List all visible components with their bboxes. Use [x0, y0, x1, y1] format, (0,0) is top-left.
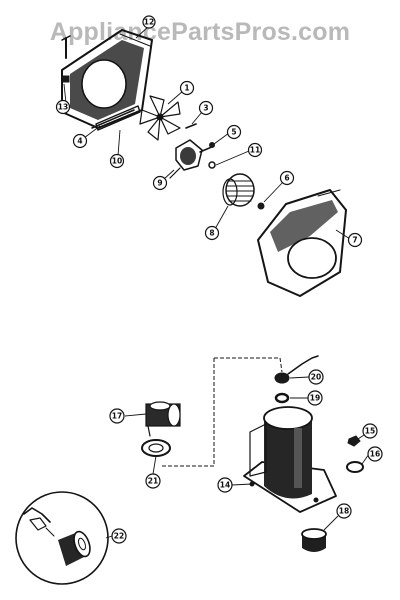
leader-lines-upper: [63, 25, 351, 240]
grommet-part: [274, 392, 290, 404]
svg-text:20: 20: [311, 373, 321, 382]
detail-inset: [15, 491, 109, 585]
svg-text:9: 9: [157, 179, 162, 188]
callout-21: 21: [145, 473, 161, 489]
svg-text:4: 4: [77, 137, 82, 146]
callout-15: 15: [362, 423, 378, 439]
callout-1: 1: [179, 80, 195, 96]
svg-text:5: 5: [231, 128, 236, 137]
fan-blade-part: [139, 95, 181, 141]
svg-text:18: 18: [339, 507, 349, 516]
screw-part: [61, 35, 71, 59]
svg-text:7: 7: [352, 236, 357, 245]
callout-7: 7: [347, 232, 363, 248]
svg-text:19: 19: [310, 394, 320, 403]
callout-9: 9: [152, 175, 168, 191]
callout-17: 17: [109, 408, 125, 424]
callout-20: 20: [308, 369, 324, 385]
overload-protector-part: [274, 355, 319, 384]
callout-16: 16: [367, 446, 383, 462]
small-screw-part: [185, 123, 197, 129]
svg-text:11: 11: [250, 146, 260, 155]
svg-text:16: 16: [370, 450, 380, 459]
svg-text:21: 21: [148, 477, 158, 486]
compressor-part: [243, 406, 337, 513]
callout-8: 8: [204, 225, 220, 241]
callout-5: 5: [226, 124, 242, 140]
svg-text:10: 10: [112, 157, 122, 166]
capacitor-part: [145, 401, 181, 437]
watermark-text: AppliancePartsPros.com: [49, 18, 351, 46]
svg-text:3: 3: [203, 104, 208, 113]
callout-19: 19: [307, 390, 323, 406]
blower-housing-part: [257, 189, 347, 297]
leader-lines-lower: [105, 376, 370, 539]
washer-part-5: [209, 142, 215, 148]
svg-text:6: 6: [284, 174, 289, 183]
svg-text:15: 15: [365, 427, 375, 436]
callout-14: 14: [217, 477, 233, 493]
svg-text:12: 12: [144, 18, 154, 27]
svg-text:17: 17: [112, 412, 122, 421]
nut-part-6: [257, 202, 265, 210]
svg-text:13: 13: [58, 103, 68, 112]
nut-part-15: [347, 435, 361, 447]
callout-4: 4: [72, 133, 88, 149]
svg-text:8: 8: [209, 229, 214, 238]
callout-11: 11: [247, 142, 263, 158]
callout-18: 18: [336, 503, 352, 519]
fan-motor-part: [169, 139, 215, 179]
clip-part: [62, 75, 70, 83]
callout-3: 3: [198, 100, 214, 116]
callout-6: 6: [279, 170, 295, 186]
rubber-foot-part: [301, 528, 327, 552]
svg-text:14: 14: [220, 481, 230, 490]
callout-13: 13: [55, 99, 71, 115]
callout-12: 12: [142, 15, 156, 29]
nut-part-11: [208, 161, 216, 169]
callout-22: 22: [111, 528, 127, 544]
svg-text:1: 1: [184, 84, 189, 93]
svg-text:22: 22: [114, 532, 124, 541]
callout-10: 10: [109, 153, 125, 169]
fan-shroud-part: [61, 29, 153, 129]
wiring-path: [160, 357, 283, 467]
washer-part-16: [346, 461, 364, 473]
blower-wheel-part: [222, 173, 255, 207]
capacitor-bracket-part: [141, 439, 171, 457]
